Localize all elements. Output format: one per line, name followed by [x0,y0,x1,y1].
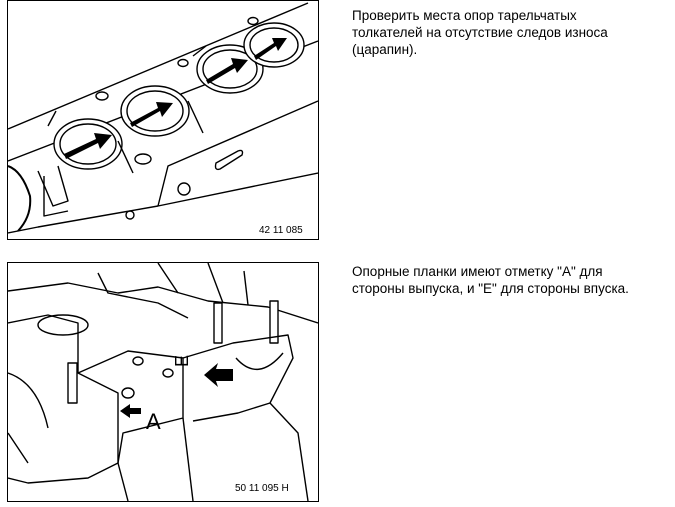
figure-bearing-plates: A E 50 11 095 H [7,262,319,502]
figure-tappet-seats: 42 11 085 [7,0,319,240]
instruction-line: Опорные планки имеют отметку "A" для [352,264,603,279]
figure-code: 42 11 085 [259,225,303,236]
instruction-line: (царапин). [352,42,418,57]
bearing-plates-drawing: A E [8,263,318,501]
instruction-line: Проверить места опор тарельчатых [352,8,577,23]
marker-a: A [146,409,161,434]
figure-code: 50 11 095 H [235,483,289,494]
marker-e: E [172,355,192,367]
instruction-text: Опорные планки имеют отметку "A" для сто… [352,263,629,297]
tappet-seats-drawing [8,2,318,234]
instruction-line: толкателей на отсутствие следов износа [352,25,608,40]
instruction-line: стороны выпуска, и "E" для стороны впуск… [352,281,629,296]
instruction-text: Проверить места опор тарельчатых толкате… [352,7,608,58]
